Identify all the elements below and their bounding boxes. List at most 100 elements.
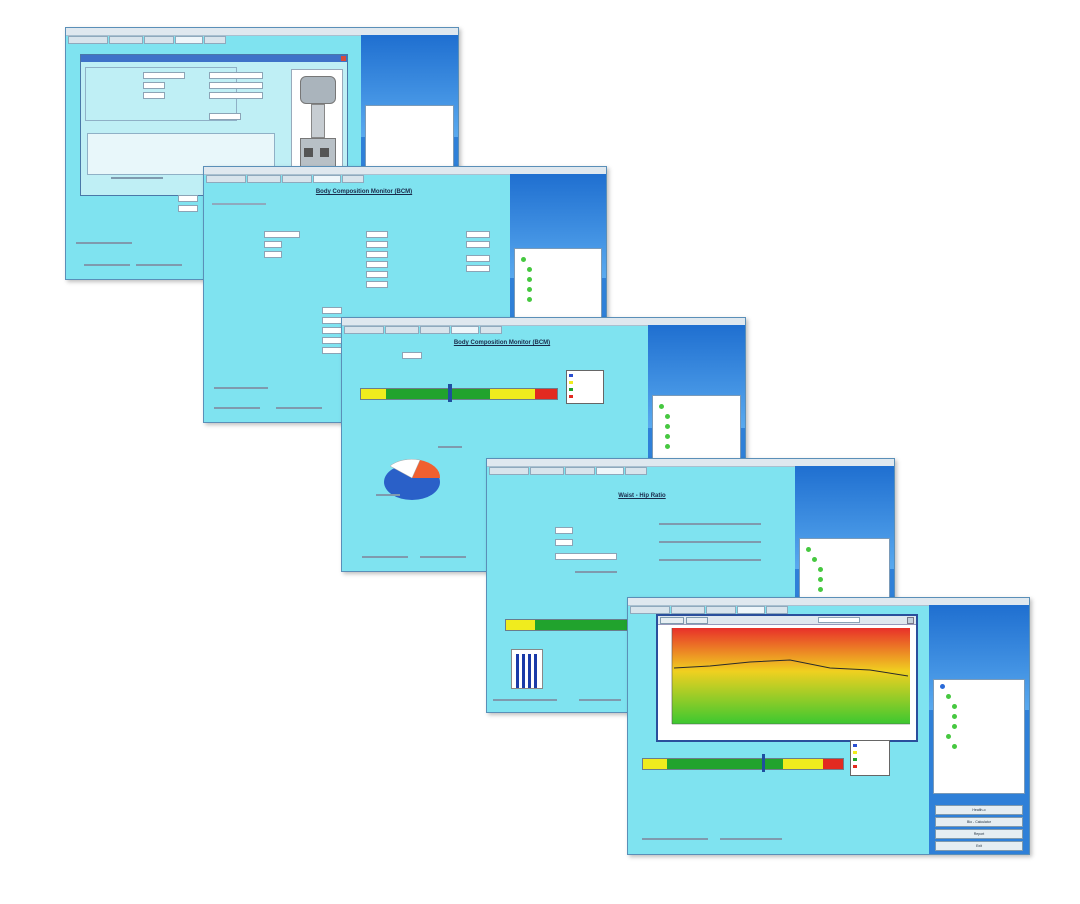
weight-field[interactable] [143,92,165,99]
notes-box[interactable] [87,133,275,175]
subtab[interactable] [244,203,266,205]
body-type-field[interactable] [143,72,185,79]
sidebar-button-exit[interactable]: Exit [935,841,1023,851]
tab[interactable] [175,36,203,44]
tree-node-icon[interactable] [665,444,670,449]
value-field-8 [466,241,490,248]
tree-node-icon[interactable] [665,414,670,419]
action-button[interactable] [214,387,268,389]
tab-bar [489,467,647,475]
tab[interactable] [706,606,736,614]
tab[interactable] [313,175,341,183]
weight-field[interactable] [264,251,282,258]
ok-button[interactable] [111,177,163,179]
open-report-button[interactable] [276,407,322,409]
tab[interactable] [420,326,450,334]
select-field-2[interactable] [209,82,263,89]
tree-node-icon[interactable] [952,714,957,719]
tab[interactable] [530,467,564,475]
value-field-1 [366,231,388,238]
tab[interactable] [489,467,529,475]
tab[interactable] [144,36,174,44]
chart-select[interactable] [818,617,860,623]
tree-node-icon[interactable] [940,684,945,689]
tree-node-icon[interactable] [952,744,957,749]
open-report-button[interactable] [136,264,182,266]
tree-node-icon[interactable] [521,257,526,262]
open-report-button[interactable] [420,556,466,558]
hip-field[interactable] [555,539,573,546]
tree-node-icon[interactable] [818,567,823,572]
tab[interactable] [344,326,384,334]
tree-node-icon[interactable] [665,424,670,429]
new-test-button[interactable] [84,264,130,266]
tab[interactable] [451,326,479,334]
tab[interactable] [342,175,364,183]
tab[interactable] [68,36,108,44]
date-field[interactable] [555,553,617,560]
tab[interactable] [282,175,312,183]
measurement-select[interactable] [402,352,422,359]
tab[interactable] [204,36,226,44]
select-field-1[interactable] [209,72,263,79]
option-button-1[interactable] [659,523,761,525]
height-field[interactable] [264,241,282,248]
tree-node-icon[interactable] [946,734,951,739]
tree-node-icon[interactable] [665,434,670,439]
new-test-button[interactable] [362,556,408,558]
menu-bar[interactable] [487,459,894,467]
tab[interactable] [737,606,765,614]
history-tree[interactable] [799,538,890,606]
tree-node-icon[interactable] [527,277,532,282]
close-icon[interactable] [341,56,346,61]
tree-node-icon[interactable] [806,547,811,552]
tab[interactable] [480,326,502,334]
tab[interactable] [671,606,705,614]
tree-node-icon[interactable] [818,587,823,592]
option-button-3[interactable] [659,559,761,561]
select-field-3[interactable] [209,92,263,99]
tree-node-icon[interactable] [527,297,532,302]
tab[interactable] [625,467,647,475]
body-fat-legend [850,740,890,776]
print-button[interactable] [660,617,684,624]
height-field[interactable] [143,82,165,89]
sidebar-button-health-o[interactable]: Health-o [935,805,1023,815]
body-type-field[interactable] [264,231,300,238]
tree-node-icon[interactable] [659,404,664,409]
calculate-button[interactable] [575,571,617,573]
waist-field[interactable] [555,527,573,534]
menu-bar[interactable] [204,167,606,175]
tree-node-icon[interactable] [946,694,951,699]
tree-node-icon[interactable] [812,557,817,562]
sidebar-button-bio-calculator[interactable]: Bio - Calculator [935,817,1023,827]
select-field-4[interactable] [209,113,241,120]
tree-node-icon[interactable] [952,704,957,709]
tab[interactable] [385,326,419,334]
body-composition-button[interactable] [493,699,557,701]
tree-node-icon[interactable] [527,267,532,272]
sidebar-button-report[interactable]: Report [935,829,1023,839]
action-button[interactable] [76,242,132,244]
option-button-2[interactable] [659,541,761,543]
tab[interactable] [109,36,143,44]
tree-node-icon[interactable] [527,287,532,292]
tree-node-icon[interactable] [952,724,957,729]
tab[interactable] [596,467,624,475]
tab[interactable] [206,175,246,183]
menu-bar[interactable] [628,598,1029,606]
tab[interactable] [247,175,281,183]
tree-node-icon[interactable] [818,577,823,582]
tab[interactable] [630,606,670,614]
new-test-button[interactable] [214,407,260,409]
history-tree[interactable] [933,679,1025,794]
close-icon[interactable] [907,617,914,624]
next-button[interactable] [579,699,621,701]
zoom-button[interactable] [686,617,708,624]
menu-bar[interactable] [342,318,745,326]
compare-button[interactable] [720,838,782,840]
tab[interactable] [565,467,595,475]
menu-bar[interactable] [66,28,458,36]
tab[interactable] [766,606,788,614]
body-composition-button[interactable] [642,838,708,840]
